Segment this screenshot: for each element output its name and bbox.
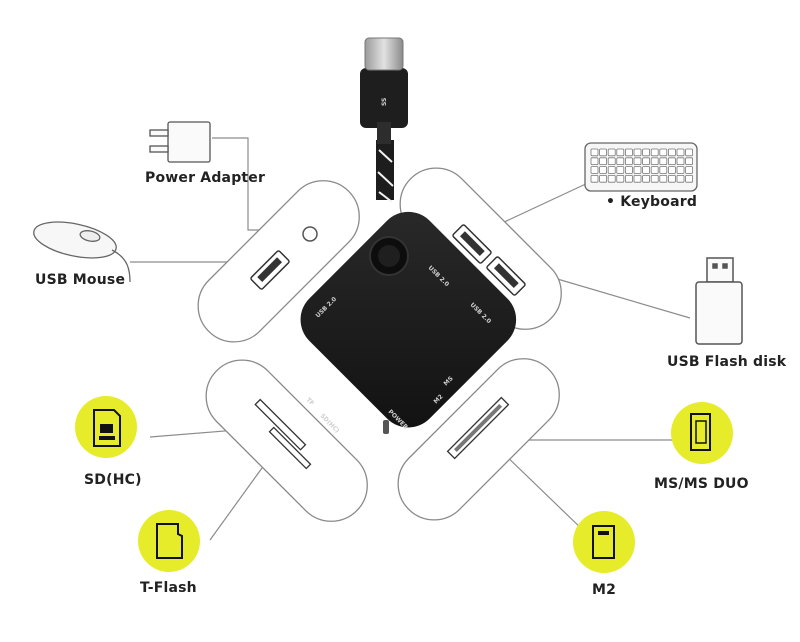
usb-mouse-port bbox=[250, 250, 290, 290]
keyboard-label: • Keyboard bbox=[606, 194, 698, 210]
usb-mouse-label: USB Mouse bbox=[35, 272, 126, 288]
keyboard-key bbox=[625, 174, 633, 183]
keyboard-key bbox=[625, 148, 633, 157]
keyboard-key bbox=[599, 166, 607, 174]
keyboard-key bbox=[607, 148, 616, 157]
t-flash-label: T-Flash bbox=[140, 580, 197, 596]
keyboard-key bbox=[676, 166, 685, 174]
keyboard-key bbox=[616, 166, 625, 174]
keyboard-key bbox=[659, 148, 668, 157]
usb-flash-disk-icon bbox=[695, 257, 743, 345]
t-flash-card-icon bbox=[138, 510, 200, 572]
keyboard-key bbox=[685, 148, 693, 157]
keyboard-key bbox=[590, 174, 599, 183]
keyboard-key bbox=[607, 157, 616, 166]
keyboard-key bbox=[659, 166, 668, 174]
t-flash-slot bbox=[268, 426, 312, 470]
keyboard-key bbox=[616, 157, 625, 166]
m2-card-icon bbox=[573, 511, 635, 573]
sd-hc-label: SD(HC) bbox=[84, 472, 142, 488]
keyboard-key bbox=[616, 148, 625, 157]
keyboard-key bbox=[633, 174, 642, 183]
keyboard-key bbox=[599, 148, 607, 157]
keyboard-key bbox=[625, 166, 633, 174]
usb-mouse-icon bbox=[33, 221, 131, 283]
ms-m2-slot bbox=[446, 396, 510, 460]
keyboard-key bbox=[650, 148, 659, 157]
keyboard-key bbox=[642, 157, 650, 166]
keyboard-key bbox=[633, 148, 642, 157]
keyboard-key bbox=[650, 166, 659, 174]
keyboard-key bbox=[668, 148, 676, 157]
keyboard-key bbox=[590, 148, 599, 157]
keyboard-key bbox=[668, 166, 676, 174]
keyboard-key bbox=[633, 157, 642, 166]
keyboard-key bbox=[642, 166, 650, 174]
sd-hc-slot bbox=[254, 398, 307, 451]
usb-flash-disk-port bbox=[486, 256, 526, 296]
usb-c-cable bbox=[360, 37, 408, 203]
power-jack bbox=[302, 226, 318, 242]
keyboard-key bbox=[685, 157, 693, 166]
hub-tf-label: TF bbox=[305, 396, 316, 407]
power-adapter-icon bbox=[149, 121, 211, 163]
keyboard-key bbox=[599, 174, 607, 183]
keyboard-key bbox=[650, 174, 659, 183]
keyboard-key bbox=[668, 157, 676, 166]
bottom-right-pod bbox=[397, 358, 560, 521]
keyboard-key bbox=[642, 174, 650, 183]
m2-label: M2 bbox=[592, 582, 617, 598]
usb-flash-disk-label: USB Flash disk bbox=[667, 354, 787, 370]
keyboard-key bbox=[625, 157, 633, 166]
keyboard-key bbox=[668, 174, 676, 183]
power-led bbox=[383, 420, 389, 434]
ms-ms-duo-label: MS/MS DUO bbox=[654, 476, 749, 492]
keyboard-key bbox=[650, 157, 659, 166]
keyboard-key bbox=[659, 157, 668, 166]
keyboard-port bbox=[452, 224, 492, 264]
keyboard-key bbox=[590, 157, 599, 166]
keyboard-key bbox=[616, 174, 625, 183]
keyboard-key bbox=[676, 174, 685, 183]
keyboard-key bbox=[685, 174, 693, 183]
ms-duo-card-icon bbox=[671, 402, 733, 464]
keyboard-key bbox=[659, 174, 668, 183]
keyboard-key bbox=[676, 148, 685, 157]
power-adapter-label: Power Adapter bbox=[145, 170, 266, 186]
keyboard-key bbox=[642, 148, 650, 157]
keyboard-key bbox=[590, 166, 599, 174]
keyboard-key bbox=[633, 166, 642, 174]
keyboard-key bbox=[676, 157, 685, 166]
sd-hc-card-icon bbox=[75, 396, 137, 458]
keyboard-key bbox=[599, 157, 607, 166]
usb-plug-ss-label: SS bbox=[381, 98, 388, 106]
m2-line bbox=[499, 449, 586, 533]
keyboard-icon bbox=[584, 142, 698, 192]
keyboard-key bbox=[607, 174, 616, 183]
hub-body bbox=[300, 211, 517, 434]
keyboard-key bbox=[607, 166, 616, 174]
keyboard-key bbox=[685, 166, 693, 174]
